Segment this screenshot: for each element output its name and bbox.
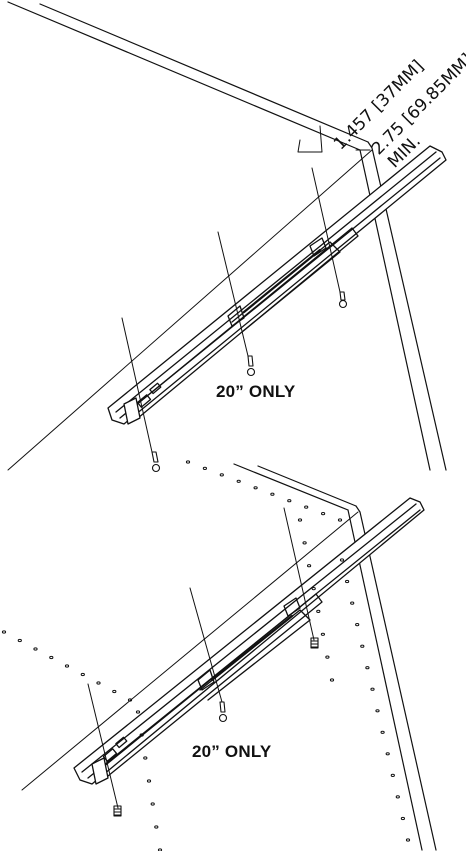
mounting-hole xyxy=(80,672,85,677)
mounting-hole xyxy=(355,623,360,627)
lower-screw-right xyxy=(310,637,319,649)
mounting-hole xyxy=(150,802,155,806)
mounting-hole xyxy=(33,647,38,651)
mounting-hole xyxy=(320,632,325,636)
mounting-hole xyxy=(365,666,370,670)
mounting-hole xyxy=(96,681,101,685)
upper-screw-right xyxy=(338,291,348,309)
mounting-hole xyxy=(17,638,22,643)
mounting-hole xyxy=(385,752,390,756)
mounting-hole xyxy=(390,773,395,778)
lower-cabinet-bottom-edge xyxy=(21,511,359,791)
mounting-hole xyxy=(287,499,292,503)
mounting-hole xyxy=(360,644,365,648)
lower-screw-leader-left xyxy=(87,683,119,809)
lower-screw-left xyxy=(113,805,122,817)
mounting-hole xyxy=(325,655,330,659)
mounting-hole xyxy=(64,664,70,668)
mounting-hole xyxy=(337,518,343,522)
mounting-hole xyxy=(1,630,7,634)
mounting-hole xyxy=(395,795,400,799)
mounting-hole xyxy=(219,473,224,477)
mounting-hole xyxy=(146,779,152,783)
mounting-hole-pattern xyxy=(1,460,411,851)
upper-dimension-bracket xyxy=(297,125,371,153)
mounting-hole xyxy=(345,579,350,584)
mounting-hole xyxy=(350,601,355,605)
mounting-hole xyxy=(375,709,380,713)
mounting-hole xyxy=(370,687,375,691)
mounting-hole xyxy=(143,756,148,760)
mounting-hole xyxy=(316,609,321,614)
mounting-hole xyxy=(270,492,275,496)
upper-cabinet-bottom-edge xyxy=(7,149,373,471)
lower-cabinet-side-panel xyxy=(347,505,437,851)
mounting-hole xyxy=(380,730,385,734)
lower-cabinet-view xyxy=(1,460,437,851)
upper-screw-leader-middle xyxy=(217,231,249,357)
mounting-hole xyxy=(321,512,326,516)
mounting-hole xyxy=(339,558,345,562)
mounting-hole xyxy=(49,655,54,660)
mounting-hole xyxy=(157,848,163,851)
upper-screw-leader-left xyxy=(121,317,153,453)
mounting-hole xyxy=(253,486,258,490)
mounting-hole xyxy=(307,564,312,568)
lower-screw-leader-right xyxy=(283,507,315,641)
mounting-hole xyxy=(139,733,144,737)
mounting-hole xyxy=(154,825,159,829)
lower-20-only-label: 20” ONLY xyxy=(192,742,272,761)
lower-screw-leader-middle xyxy=(189,587,223,703)
upper-screw-middle xyxy=(246,355,256,377)
mounting-hole xyxy=(135,710,141,714)
lower-screw-middle xyxy=(218,701,228,723)
lower-drawer-slide xyxy=(73,497,425,785)
mounting-hole xyxy=(400,816,405,821)
mounting-hole xyxy=(405,838,411,842)
mounting-hole xyxy=(127,698,133,702)
mounting-hole xyxy=(302,541,307,545)
upper-screw-leader-right xyxy=(311,167,341,293)
upper-cabinet-top-edge xyxy=(7,1,369,151)
lower-cabinet-top-edge xyxy=(233,463,357,511)
mounting-hole xyxy=(112,689,117,694)
upper-cabinet-view xyxy=(7,1,447,473)
mounting-hole xyxy=(185,460,191,464)
mounting-hole xyxy=(304,505,309,509)
upper-20-only-label: 20” ONLY xyxy=(216,382,296,401)
mounting-hole xyxy=(297,518,303,522)
upper-drawer-slide xyxy=(107,145,447,425)
mounting-hole xyxy=(311,587,316,591)
upper-screw-left xyxy=(151,451,161,473)
mounting-hole xyxy=(329,678,335,682)
mounting-hole xyxy=(236,479,241,483)
mounting-hole xyxy=(202,466,207,470)
